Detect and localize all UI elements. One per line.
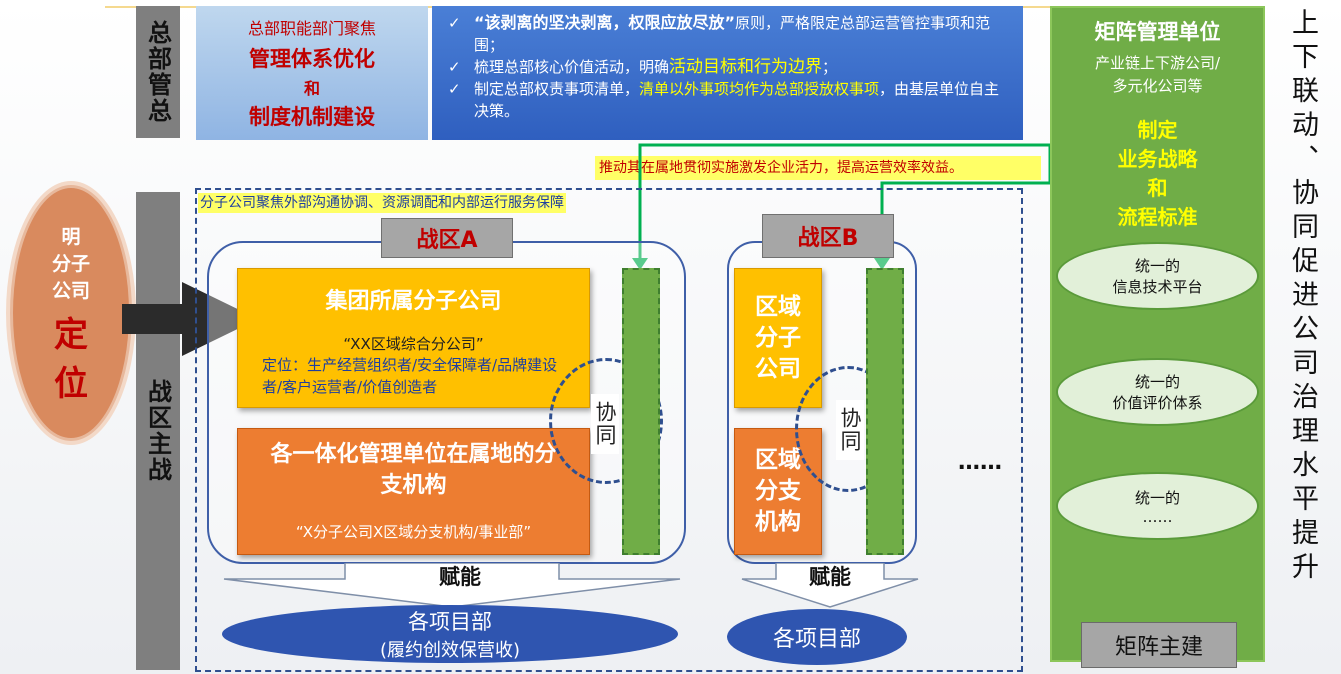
hq-bullet-3: ✓ 制定总部权责事项清单，清单以外事项均作为总部授放权事项，由基层单位自主决策。 bbox=[448, 78, 1013, 122]
matrix-mid3: 和 bbox=[1147, 176, 1168, 200]
matrix-oval3-line1: 统一的 bbox=[1134, 488, 1180, 507]
theater-dashed-title: 分子公司聚焦外部沟通协调、资源调配和内部运行服务保障 bbox=[198, 193, 566, 213]
zone-a-coop-circle bbox=[549, 358, 663, 484]
zone-b-projects-oval: 各项目部 bbox=[727, 609, 907, 665]
hq-bullet-box: ✓ “该剥离的坚决剥离，权限应放尽放”原则，严格限定总部运营管控事项和范围； ✓… bbox=[432, 6, 1023, 140]
hq-focus-line4: 制度机制建设 bbox=[249, 105, 375, 129]
zone-a-empower-label: 赋能 bbox=[439, 565, 481, 589]
more-zones-ellipsis: …… bbox=[958, 450, 1002, 475]
zone-b-coop-label: 协同 bbox=[836, 400, 864, 460]
zone-a-branch-box: 各一体化管理单位在属地的分支机构 “X分子公司X区域分支机构/事业部” bbox=[237, 428, 590, 555]
zone-a-green-bar bbox=[622, 268, 660, 555]
hq-focus-line2: 管理体系优化 bbox=[249, 47, 375, 71]
matrix-title: 矩阵管理单位 bbox=[1094, 20, 1221, 44]
oval-line1: 明 bbox=[61, 225, 81, 248]
matrix-footer: 矩阵主建 bbox=[1081, 622, 1237, 668]
hq-vertical-label: 总部管总 bbox=[136, 6, 180, 138]
zone-b-box2-title: 区域分支机构 bbox=[755, 447, 801, 535]
positioning-oval: 明 分子 公司 定 位 bbox=[10, 185, 132, 441]
hq-bullet-3-pre: 制定总部权责事项清单， bbox=[474, 80, 640, 98]
check-icon: ✓ bbox=[448, 80, 461, 98]
zone-a-box1-title: 集团所属分子公司 bbox=[325, 289, 502, 314]
theater-vertical-label: 战区主战 bbox=[136, 192, 180, 670]
zone-a-projects-line1: 各项目部 bbox=[408, 610, 492, 634]
push-banner: 推动其在属地贯彻实施激发企业活力，提高运营效率效益。 bbox=[595, 156, 1041, 180]
oval-line4: 定 bbox=[54, 314, 88, 355]
matrix-oval2-line2: 价值评价体系 bbox=[1112, 394, 1203, 412]
matrix-oval-value-eval: 统一的 价值评价体系 bbox=[1056, 358, 1259, 426]
matrix-oval1-line2: 信息技术平台 bbox=[1112, 278, 1203, 296]
matrix-mid4: 流程标准 bbox=[1117, 205, 1198, 229]
oval-line5: 位 bbox=[54, 363, 88, 404]
check-icon: ✓ bbox=[448, 58, 461, 76]
matrix-sub2: 多元化公司等 bbox=[1112, 77, 1203, 95]
zone-a-box2-sub: “X分子公司X区域分支机构/事业部” bbox=[295, 523, 532, 541]
matrix-oval3-line2: …… bbox=[1142, 507, 1173, 526]
hq-focus-box: 总部职能部门聚焦 管理体系优化 和 制度机制建设 bbox=[196, 6, 428, 140]
matrix-oval-it-platform: 统一的 信息技术平台 bbox=[1056, 242, 1259, 310]
hq-bullet-2-pre: 梳理总部核心价值活动，明确 bbox=[474, 58, 670, 76]
matrix-oval2-line1: 统一的 bbox=[1134, 373, 1180, 391]
hq-bullet-1-bold: “该剥离的坚决剥离，权限应放尽放” bbox=[474, 13, 736, 32]
hq-bullet-3-post: ，由基层单位自主决策。 bbox=[474, 80, 1000, 120]
zone-a-box2-title: 各一体化管理单位在属地的分支机构 bbox=[270, 442, 557, 498]
matrix-sub1: 产业链上下游公司/ bbox=[1094, 54, 1221, 72]
matrix-oval1-line1: 统一的 bbox=[1134, 257, 1180, 275]
zone-b-green-bar bbox=[866, 268, 904, 555]
zone-b-box1-title: 区域分子公司 bbox=[755, 293, 801, 382]
oval-line2: 分子 bbox=[51, 252, 90, 275]
big-arrow-icon bbox=[122, 282, 258, 356]
zone-a-box1-sub: “XX区域综合分公司” bbox=[343, 335, 484, 353]
zone-b-empower-label: 赋能 bbox=[809, 565, 851, 589]
hq-bullet-1-rest: 原则，严格限定总部运营管控事项和范围； bbox=[474, 14, 991, 54]
zone-a-coop-label: 协同 bbox=[591, 394, 619, 454]
zone-a-projects-oval: 各项目部 (履约创效保营收) bbox=[222, 605, 678, 663]
hq-bullet-2-post: ； bbox=[822, 58, 838, 76]
zone-a-title: 战区A bbox=[381, 218, 513, 258]
zone-a-projects-line2: (履约创效保营收) bbox=[379, 640, 521, 661]
hq-focus-line1: 总部职能部门聚焦 bbox=[247, 19, 376, 38]
zone-a-empower-arrow-icon bbox=[223, 563, 681, 608]
theater-dashed-container bbox=[195, 188, 1023, 672]
matrix-panel: 矩阵管理单位 产业链上下游公司/ 多元化公司等 制定 业务战略 和 流程标准 bbox=[1050, 6, 1265, 662]
zone-b-empower-arrow-icon bbox=[741, 563, 919, 608]
matrix-mid1: 制定 bbox=[1137, 118, 1178, 142]
hq-bullet-3-highlight: 清单以外事项均作为总部授放权事项 bbox=[639, 80, 880, 98]
hq-bullet-2-highlight: 活动目标和行为边界 bbox=[669, 57, 823, 77]
right-vertical-slogan: 上下联动、协同促进公司治理水平提升 bbox=[1287, 8, 1318, 586]
matrix-oval-more: 统一的 …… bbox=[1056, 472, 1259, 540]
hq-bullet-2: ✓ 梳理总部核心价值活动，明确活动目标和行为边界； bbox=[448, 56, 1013, 78]
zone-a-group-company-box: 集团所属分子公司 “XX区域综合分公司” 定位：生产经营组织者/安全保障者/品牌… bbox=[237, 268, 590, 408]
hq-bullet-1: ✓ “该剥离的坚决剥离，权限应放尽放”原则，严格限定总部运营管控事项和范围； bbox=[448, 12, 1013, 56]
matrix-mid2: 业务战略 bbox=[1117, 147, 1198, 171]
check-icon: ✓ bbox=[448, 14, 461, 32]
hq-focus-line3: 和 bbox=[303, 79, 320, 98]
zone-b-title: 战区B bbox=[762, 214, 894, 258]
zone-b-regional-company-box: 区域分子公司 bbox=[734, 268, 822, 408]
oval-line3: 公司 bbox=[51, 279, 90, 302]
zone-a-box1-desc: 定位：生产经营组织者/安全保障者/品牌建设者/客户运营者/价值创造者 bbox=[262, 356, 558, 396]
